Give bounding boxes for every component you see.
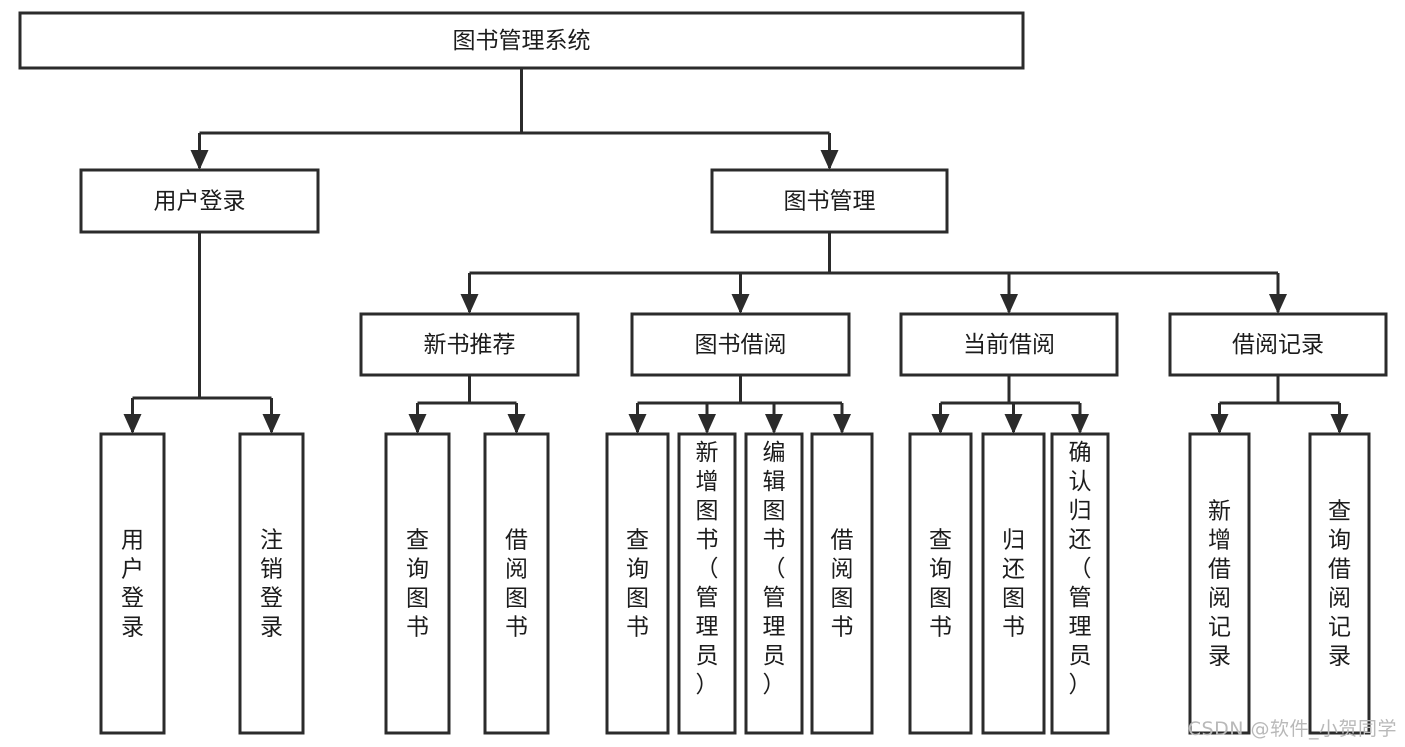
node-box[interactable] (710, 168, 949, 234)
node-label: 图书管理系统 (453, 28, 591, 54)
node-box[interactable] (677, 432, 737, 735)
node-box[interactable] (899, 312, 1119, 377)
arrow-head-icon (731, 294, 750, 314)
node-box[interactable] (483, 432, 550, 735)
node-label: 新增借阅记录 (1208, 499, 1231, 670)
level3-node[interactable]: 图书借阅 (630, 312, 851, 377)
arrow-head-icon (833, 414, 851, 434)
level2-node[interactable]: 图书管理 (710, 168, 949, 234)
node-box[interactable] (359, 312, 580, 377)
node-label: 借阅记录 (1232, 332, 1324, 358)
node-label: 新增图书（管理员） (696, 440, 719, 698)
level3-node[interactable]: 新书推荐 (359, 312, 580, 377)
arrow-head-icon (1330, 414, 1349, 434)
node-box[interactable] (384, 432, 451, 735)
leaf-node[interactable]: 查询图书 (908, 432, 973, 735)
node-label: 用户登录 (154, 189, 246, 215)
node-box[interactable] (99, 432, 166, 735)
node-box[interactable] (79, 168, 320, 234)
arrow-head-icon (408, 414, 427, 434)
node-label: 归还图书 (1002, 528, 1025, 641)
node-label: 借阅图书 (505, 528, 528, 641)
node-label: 图书借阅 (695, 332, 787, 358)
node-box[interactable] (744, 432, 804, 735)
node-label: 查询图书 (626, 528, 649, 641)
level3-node[interactable]: 借阅记录 (1168, 312, 1388, 377)
node-box[interactable] (908, 432, 973, 735)
arrow-head-icon (507, 414, 526, 434)
node-box[interactable] (605, 432, 670, 735)
node-label: 当前借阅 (963, 332, 1055, 358)
arrow-head-icon (123, 414, 142, 434)
csdn-watermark: CSDN @软件_小贺同学 (1187, 718, 1397, 740)
node-box[interactable] (1308, 432, 1371, 735)
level3-node[interactable]: 当前借阅 (899, 312, 1119, 377)
node-box[interactable] (1168, 312, 1388, 377)
node-label: 图书管理 (784, 189, 876, 215)
node-label: 查询图书 (406, 528, 429, 641)
leaf-node[interactable]: 注销登录 (238, 432, 305, 735)
node-box[interactable] (630, 312, 851, 377)
leaf-node[interactable]: 借阅图书 (810, 432, 874, 735)
arrow-head-icon (698, 414, 716, 434)
arrow-head-icon (1269, 294, 1287, 314)
arrow-head-icon (460, 294, 479, 314)
arrow-head-icon (820, 150, 839, 170)
leaf-node[interactable]: 查询图书 (384, 432, 451, 735)
node-box[interactable] (1188, 432, 1251, 735)
arrow-head-icon (1004, 414, 1023, 434)
node-layer: 图书管理系统用户登录图书管理新书推荐图书借阅当前借阅借阅记录用户登录注销登录查询… (18, 11, 1388, 735)
node-label: 确认归还（管理员） (1069, 440, 1092, 698)
node-label: 查询借阅记录 (1328, 499, 1351, 670)
node-box[interactable] (810, 432, 874, 735)
leaf-node[interactable]: 查询图书 (605, 432, 670, 735)
node-box[interactable] (18, 11, 1025, 70)
arrow-head-icon (931, 414, 950, 434)
leaf-node[interactable]: 新增图书（管理员） (677, 432, 737, 735)
leaf-node[interactable]: 确认归还（管理员） (1050, 432, 1110, 735)
root-node[interactable]: 图书管理系统 (18, 11, 1025, 70)
leaf-node[interactable]: 归还图书 (981, 432, 1046, 735)
node-box[interactable] (1050, 432, 1110, 735)
leaf-node[interactable]: 新增借阅记录 (1188, 432, 1251, 735)
node-label: 编辑图书（管理员） (763, 440, 786, 698)
arrow-head-icon (628, 414, 647, 434)
leaf-node[interactable]: 用户登录 (99, 432, 166, 735)
node-label: 注销登录 (260, 528, 283, 641)
arrow-head-icon (262, 414, 281, 434)
connector-layer (123, 68, 1349, 434)
arrow-head-icon (1071, 414, 1089, 434)
leaf-node[interactable]: 借阅图书 (483, 432, 550, 735)
arrow-head-icon (190, 150, 209, 170)
arrow-head-icon (765, 414, 783, 434)
node-label: 查询图书 (929, 528, 952, 641)
arrow-head-icon (1000, 294, 1018, 314)
node-label: 用户登录 (121, 528, 144, 641)
leaf-node[interactable]: 编辑图书（管理员） (744, 432, 804, 735)
leaf-node[interactable]: 查询借阅记录 (1308, 432, 1371, 735)
node-box[interactable] (981, 432, 1046, 735)
node-label: 借阅图书 (831, 528, 854, 641)
node-label: 新书推荐 (424, 332, 516, 358)
arrow-head-icon (1210, 414, 1229, 434)
node-box[interactable] (238, 432, 305, 735)
level2-node[interactable]: 用户登录 (79, 168, 320, 234)
